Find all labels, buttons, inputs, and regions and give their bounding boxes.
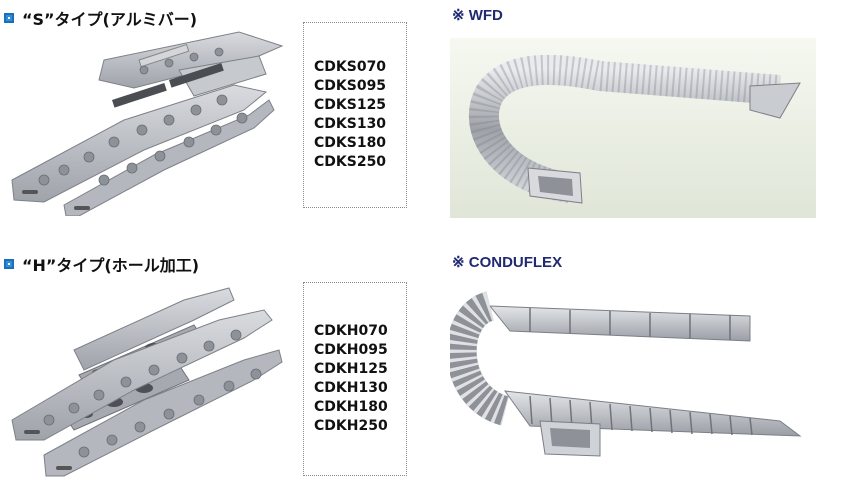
model-item: CDKS125 <box>314 97 387 113</box>
square-bullet-icon <box>4 259 14 269</box>
s-type-heading: “S”タイプ(アルミバー) <box>4 6 197 30</box>
conduflex-product-photo <box>450 286 816 466</box>
model-item: CDKH125 <box>314 361 388 377</box>
s-type-heading-text: “S”タイプ(アルミバー) <box>22 10 198 29</box>
model-item: CDKH070 <box>314 323 388 339</box>
h-type-heading-text: “H”タイプ(ホール加工) <box>22 256 200 275</box>
model-item: CDKS070 <box>314 59 387 75</box>
model-item: CDKH095 <box>314 342 388 358</box>
s-type-model-list: CDKS070 CDKS095 CDKS125 CDKS130 CDKS180 … <box>303 22 407 208</box>
square-bullet-icon <box>4 13 14 23</box>
model-item: CDKH130 <box>314 380 388 396</box>
model-item: CDKS095 <box>314 78 387 94</box>
conduflex-heading: ※ CONDUFLEX <box>452 254 563 271</box>
model-item: CDKH250 <box>314 418 388 434</box>
model-item: CDKH180 <box>314 399 388 415</box>
wfd-product-photo <box>450 38 816 218</box>
h-type-model-list: CDKH070 CDKH095 CDKH125 CDKH130 CDKH180 … <box>303 282 407 476</box>
model-item: CDKS250 <box>314 154 387 170</box>
h-type-chain-illustration <box>11 287 283 477</box>
model-item: CDKS130 <box>314 116 387 132</box>
model-item: CDKS180 <box>314 135 387 151</box>
s-type-chain-illustration <box>11 31 284 216</box>
wfd-heading: ※ WFD <box>452 7 503 24</box>
h-type-heading: “H”タイプ(ホール加工) <box>4 252 199 276</box>
